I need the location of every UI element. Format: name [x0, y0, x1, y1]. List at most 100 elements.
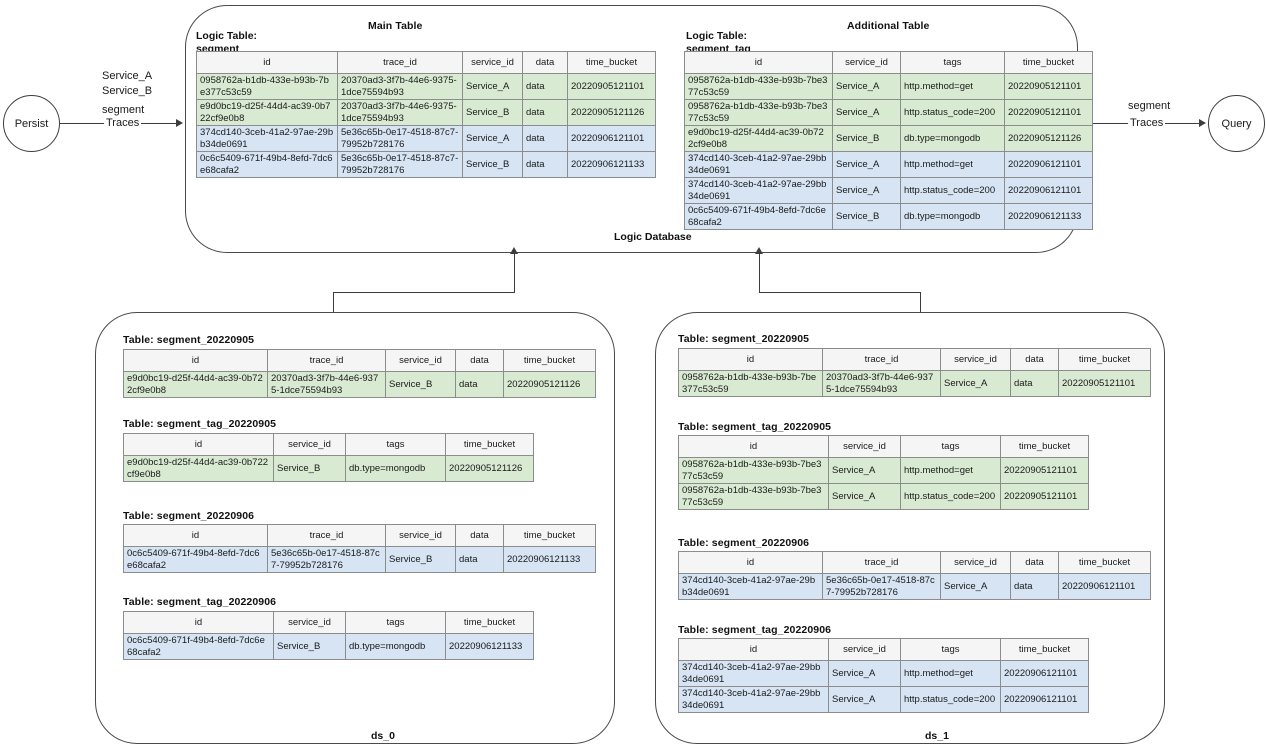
cell-trace_id: 5e36c65b-0e17-4518-87c7-79952b728176 — [822, 573, 941, 600]
ds1-connector-arrow-up — [755, 247, 763, 254]
column-header-service_id: service_id — [940, 348, 1011, 371]
column-header-id: id — [678, 551, 823, 574]
persist-edge-label-traces: Traces — [104, 116, 142, 131]
cell-tags: db.type=mongodb — [900, 125, 1005, 152]
cell-time_bucket: 20220905121101 — [1004, 99, 1093, 126]
query-label: Query — [1221, 117, 1252, 130]
cell-id: 0958762a-b1db-433e-b93b-7be377c53c59 — [678, 483, 829, 510]
cell-time_bucket: 20220906121133 — [503, 546, 596, 573]
column-header-time_bucket: time_bucket — [1000, 435, 1089, 458]
query-edge-label-segment: segment — [1128, 99, 1170, 114]
cell-data: data — [455, 546, 504, 573]
column-header-data: data — [522, 51, 568, 74]
cell-tags: db.type=mongodb — [345, 633, 446, 660]
ds1-table-title-3: Table: segment_tag_20220906 — [678, 624, 832, 636]
cell-time_bucket: 20220905121101 — [1058, 370, 1151, 397]
cell-id: 0c6c5409-671f-49b4-8efd-7dc6e68cafa2 — [196, 151, 338, 178]
query-node: Query — [1208, 95, 1265, 152]
logic-database-label: Logic Database — [614, 231, 692, 243]
ds0-connector-vertical-down — [333, 292, 335, 318]
cell-id: e9d0bc19-d25f-44d4-ac39-0b722cf9e0b8 — [123, 455, 274, 482]
cell-data: data — [455, 371, 504, 398]
persist-edge-service-a: Service_A — [102, 70, 153, 82]
cell-tags: http.status_code=200 — [900, 483, 1001, 510]
cell-id: 374cd140-3ceb-41a2-97ae-29bb34de0691 — [196, 125, 338, 152]
cell-trace_id: 5e36c65b-0e17-4518-87c7-79952b728176 — [267, 546, 386, 573]
query-arrow-head — [1199, 119, 1206, 127]
column-header-tags: tags — [900, 435, 1001, 458]
cell-time_bucket: 20220905121101 — [1000, 457, 1089, 484]
cell-trace_id: 5e36c65b-0e17-4518-87c7-79952b728176 — [337, 125, 463, 152]
ds1-table-title-1: Table: segment_tag_20220905 — [678, 421, 832, 433]
cell-service_id: Service_B — [385, 546, 456, 573]
cell-trace_id: 5e36c65b-0e17-4518-87c7-79952b728176 — [337, 151, 463, 178]
cell-time_bucket: 20220905121126 — [503, 371, 596, 398]
column-header-time_bucket: time_bucket — [503, 349, 596, 372]
cell-id: 0958762a-b1db-433e-b93b-7be377c53c59 — [678, 457, 829, 484]
column-header-data: data — [1010, 551, 1059, 574]
cell-tags: http.status_code=200 — [900, 99, 1005, 126]
additional-table-title: Additional Table — [847, 20, 930, 32]
column-header-trace_id: trace_id — [822, 551, 941, 574]
cell-time_bucket: 20220905121126 — [445, 455, 534, 482]
cell-service_id: Service_A — [832, 151, 901, 178]
cell-id: 0c6c5409-671f-49b4-8efd-7dc6e68cafa2 — [684, 203, 833, 230]
cell-service_id: Service_A — [832, 177, 901, 204]
cell-time_bucket: 20220906121101 — [567, 125, 656, 152]
cell-trace_id: 20370ad3-3f7b-44e6-9375-1dce75594b93 — [267, 371, 386, 398]
cell-time_bucket: 20220905121126 — [1004, 125, 1093, 152]
column-header-time_bucket: time_bucket — [503, 524, 596, 547]
cell-id: 374cd140-3ceb-41a2-97ae-29bb34de0691 — [678, 660, 829, 687]
cell-service_id: Service_B — [273, 633, 346, 660]
cell-service_id: Service_B — [385, 371, 456, 398]
main-logic-table-line1: Logic Table: — [196, 30, 258, 42]
ds0-table-title-1: Table: segment_tag_20220905 — [123, 418, 277, 430]
cell-data: data — [1010, 370, 1059, 397]
column-header-data: data — [455, 524, 504, 547]
column-header-service_id: service_id — [828, 638, 901, 661]
column-header-service_id: service_id — [385, 524, 456, 547]
cell-id: 374cd140-3ceb-41a2-97ae-29bb34de0691 — [684, 177, 833, 204]
column-header-service_id: service_id — [385, 349, 456, 372]
cell-time_bucket: 20220906121101 — [1058, 573, 1151, 600]
cell-data: data — [522, 151, 568, 178]
cell-tags: http.status_code=200 — [900, 177, 1005, 204]
column-header-id: id — [684, 51, 833, 74]
column-header-id: id — [123, 524, 268, 547]
cell-id: e9d0bc19-d25f-44d4-ac39-0b722cf9e0b8 — [684, 125, 833, 152]
cell-time_bucket: 20220906121133 — [445, 633, 534, 660]
cell-tags: http.method=get — [900, 73, 1005, 100]
persist-edge-label-services: Service_A Service_B — [102, 69, 152, 99]
cell-service_id: Service_A — [828, 483, 901, 510]
ds0-table-title-3: Table: segment_tag_20220906 — [123, 596, 277, 608]
ds0-table-title-0: Table: segment_20220905 — [123, 334, 255, 346]
cell-trace_id: 20370ad3-3f7b-44e6-9375-1dce75594b93 — [822, 370, 941, 397]
column-header-time_bucket: time_bucket — [1058, 348, 1151, 371]
cell-data: data — [522, 125, 568, 152]
cell-tags: db.type=mongodb — [900, 203, 1005, 230]
column-header-service_id: service_id — [273, 611, 346, 634]
ds1-table-title-0: Table: segment_20220905 — [678, 333, 810, 345]
cell-service_id: Service_B — [832, 125, 901, 152]
cell-time_bucket: 20220905121126 — [567, 99, 656, 126]
ds0-connector-horizontal — [333, 292, 515, 294]
column-header-tags: tags — [900, 638, 1001, 661]
